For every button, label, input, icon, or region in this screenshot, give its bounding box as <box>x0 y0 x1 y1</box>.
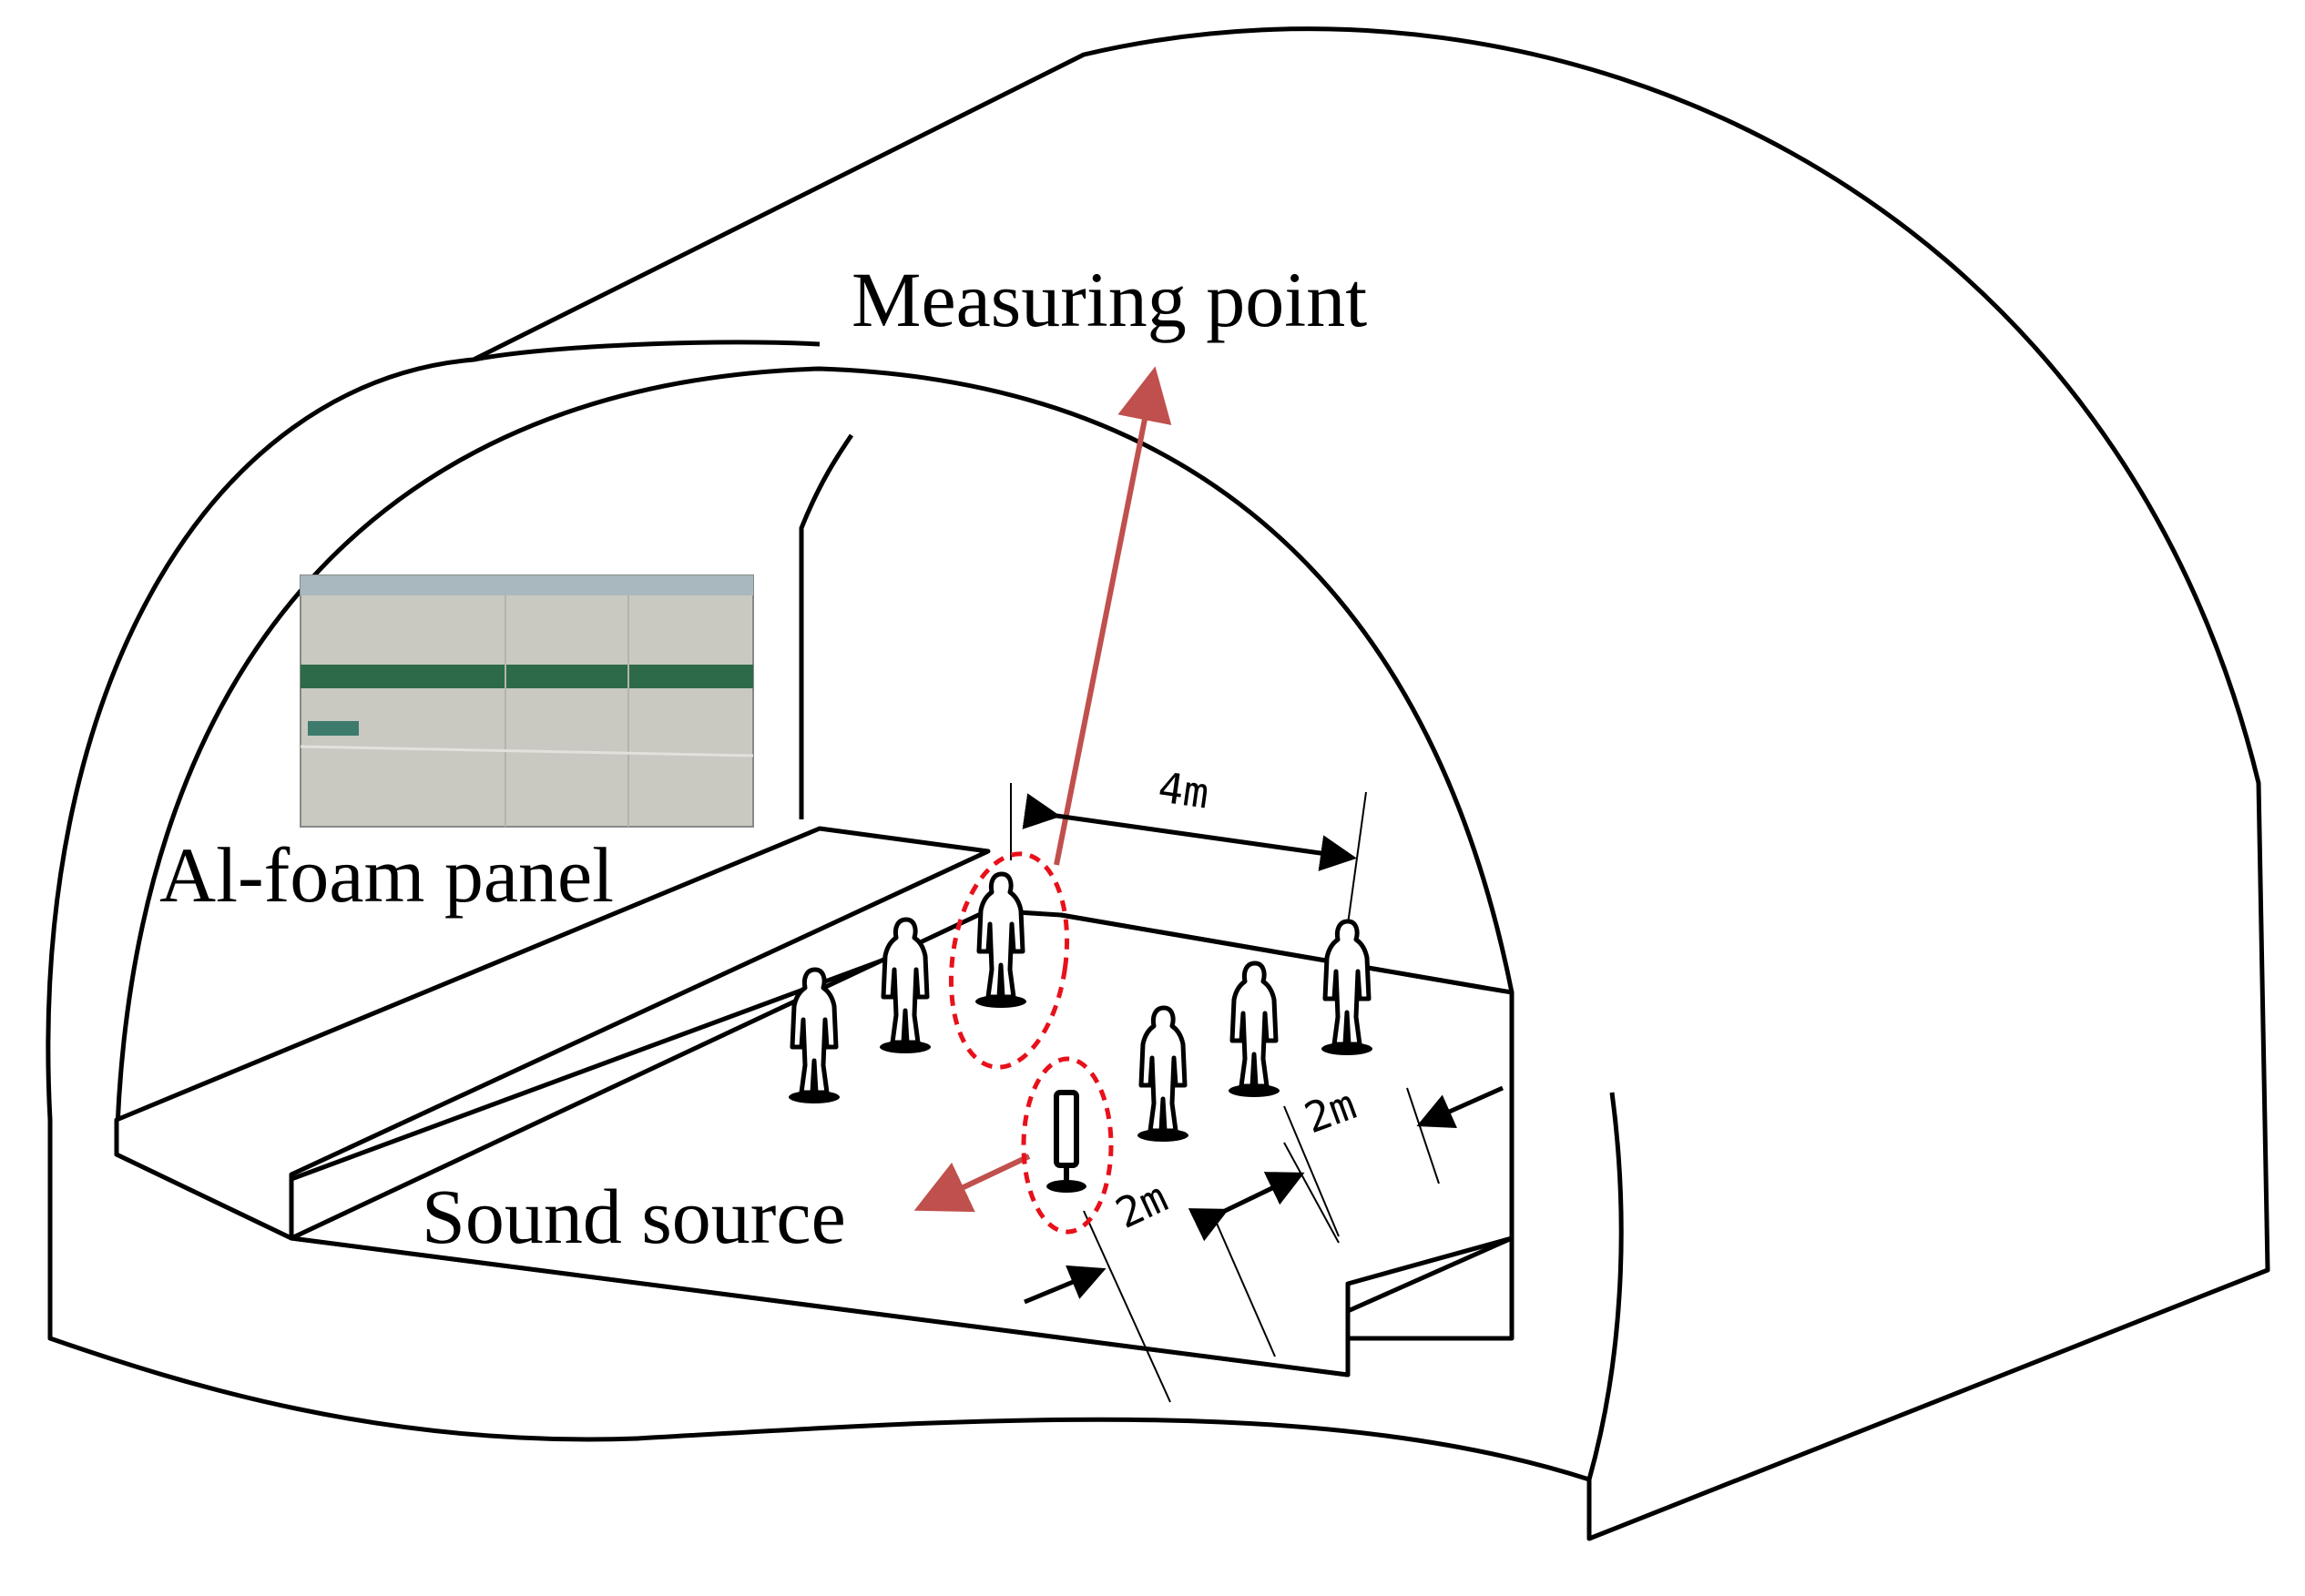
sound-source-label: Sound source <box>422 1173 846 1260</box>
tunnel-edge-right <box>1586 1092 1624 1480</box>
measuring-point-arrow <box>1054 366 1172 866</box>
floor-right-step <box>1346 1235 1514 1314</box>
dimension-4m-label: 4m <box>1155 762 1211 818</box>
person-icon <box>1137 1005 1188 1142</box>
sound-source-highlight <box>1021 1056 1114 1235</box>
measuring-point-highlight <box>948 851 1070 1070</box>
tunnel-edge-left <box>473 340 821 362</box>
speaker-icon <box>1046 1090 1086 1193</box>
floor-back-edge <box>1060 912 1485 991</box>
person-icon <box>880 917 931 1053</box>
tunnel-back-arch <box>799 433 854 819</box>
al-foam-panel-label: Al-foam panel <box>159 831 614 919</box>
dimension-4m: 4m <box>1010 762 1367 925</box>
person-icon <box>1321 919 1372 1055</box>
al-foam-panel-photo <box>300 574 754 828</box>
person-icon <box>789 967 840 1103</box>
person-icon <box>975 871 1026 1008</box>
sound-source-arrow <box>913 1154 1031 1213</box>
measuring-point-label: Measuring point <box>852 256 1367 343</box>
person-icon <box>1229 961 1280 1097</box>
